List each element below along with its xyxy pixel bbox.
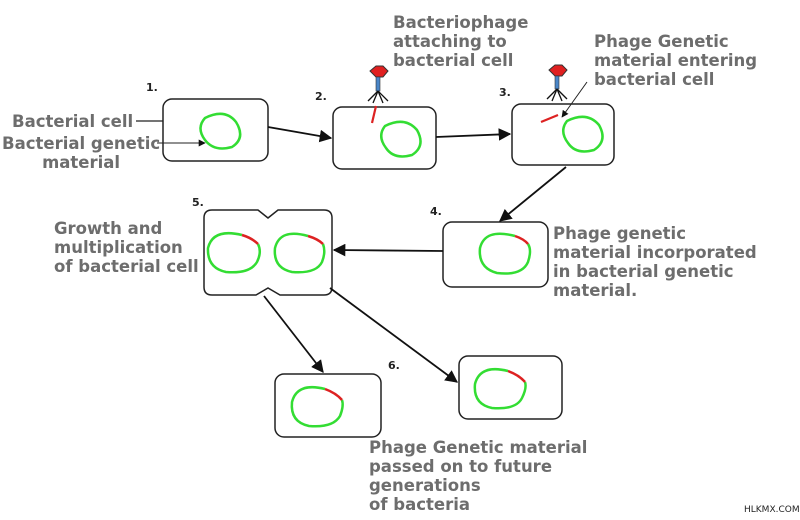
step-number-6: 6. xyxy=(388,359,400,372)
watermark: HLKMX.COM xyxy=(744,505,800,515)
cell-2 xyxy=(332,65,437,170)
integrated-phage-dna-4 xyxy=(514,234,529,245)
label-phage-material-entering: Phage Genetic material entering bacteria… xyxy=(594,32,758,89)
arrow-2-to-3 xyxy=(435,128,512,141)
step-number-2: 2. xyxy=(315,90,327,103)
label-bacterial-cell: Bacterial cell xyxy=(12,112,134,131)
bacterial-dna-6b xyxy=(473,367,527,410)
arrow-4-to-5 xyxy=(332,243,444,257)
cell-1 xyxy=(162,98,269,162)
bacterial-dna-1 xyxy=(199,112,242,150)
bacterial-dna-2 xyxy=(380,120,422,158)
phage-dna-injecting xyxy=(370,105,378,124)
integrated-phage-dna-6b xyxy=(507,369,526,383)
bacteriophage-2 xyxy=(367,65,389,124)
cell-6a xyxy=(274,373,382,438)
bacterial-dna-3 xyxy=(562,115,604,153)
integrated-phage-dna-6a xyxy=(324,387,343,401)
arrow-5-to-6a xyxy=(263,295,324,373)
arrow-5-to-6b xyxy=(329,287,459,383)
label-bacteriophage-attaching: Bacteriophage attaching to bacterial cel… xyxy=(393,13,529,70)
cell-5-dividing xyxy=(203,209,333,296)
cell-3 xyxy=(511,64,615,166)
integrated-phage-dna-5b xyxy=(307,234,324,245)
label-bacterial-genetic-material: Bacterial genetic material xyxy=(2,134,161,172)
label-passed-to-future-generations: Phage Genetic material passed on to futu… xyxy=(369,438,588,514)
cell-4 xyxy=(442,221,549,288)
phage-dna-inside xyxy=(540,113,559,124)
step-number-4: 4. xyxy=(430,205,442,218)
arrow-1-to-2 xyxy=(267,126,333,143)
cell-6b xyxy=(458,355,563,420)
step-number-3: 3. xyxy=(499,86,511,99)
bacterial-dna-6a xyxy=(290,385,344,428)
step-number-5: 5. xyxy=(192,196,204,209)
label-growth-multiplication: Growth and multiplication of bacterial c… xyxy=(54,219,199,276)
label-phage-material-incorporated: Phage genetic material incorporated in b… xyxy=(553,224,757,300)
step-number-1: 1. xyxy=(146,81,158,94)
bacterial-dna-5a xyxy=(206,231,261,274)
bacterial-dna-4 xyxy=(478,232,532,275)
arrow-3-to-4 xyxy=(499,166,567,222)
bacterial-dna-5b xyxy=(273,232,326,274)
integrated-phage-dna-5a xyxy=(241,233,259,245)
pointer-phage-genetic-material xyxy=(561,81,588,118)
bacteriophage-3 xyxy=(546,64,568,102)
